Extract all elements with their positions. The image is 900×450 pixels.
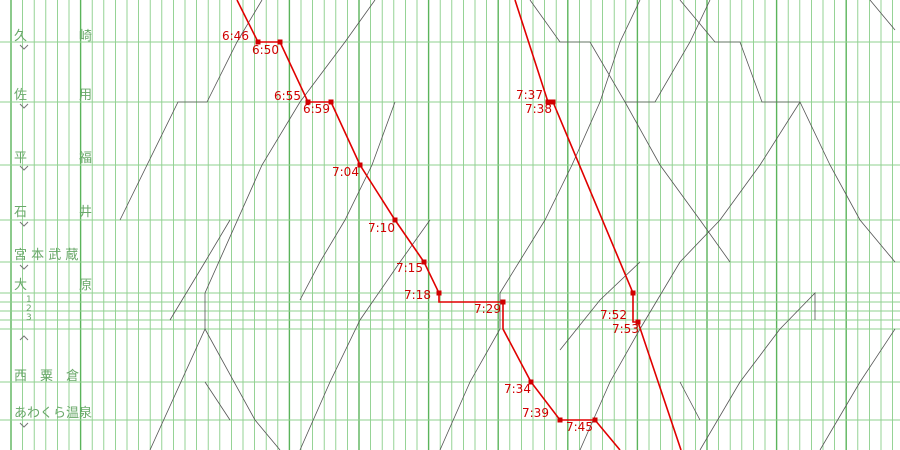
stop-marker	[421, 259, 427, 265]
train-line	[119, 0, 263, 221]
chevron-down-icon[interactable]	[19, 422, 29, 428]
train-line	[169, 219, 231, 321]
chevron-down-icon[interactable]	[19, 221, 29, 227]
time-label: 7:29	[474, 302, 501, 316]
train-line	[299, 219, 431, 450]
stop-marker	[357, 162, 363, 168]
time-label: 7:52	[600, 308, 627, 322]
other-train-lines	[119, 0, 896, 450]
track-label: 2	[26, 304, 32, 314]
stop-marker	[528, 379, 534, 385]
train-line	[699, 292, 816, 450]
stop-marker	[635, 319, 641, 325]
station-label: 平 福	[14, 151, 92, 166]
train-line	[559, 261, 641, 351]
stop-marker	[436, 290, 442, 296]
time-label: 6:46	[222, 29, 249, 43]
time-label: 7:18	[404, 288, 431, 302]
highlighted-train-lines: 6:466:50 6:556:59 7:04 7:10 7:15 7:18 7:29 7:34…	[222, 0, 682, 450]
stop-marker	[328, 99, 334, 105]
train-line	[579, 101, 801, 450]
train-line	[204, 328, 281, 450]
time-label: 7:15	[396, 261, 423, 275]
time-label: 7:53	[612, 322, 639, 336]
chevron-down-icon[interactable]	[19, 165, 29, 171]
time-label: 6:50	[252, 43, 279, 57]
chevron-down-icon[interactable]	[19, 103, 29, 109]
time-label: 7:45	[566, 420, 593, 434]
train-line	[529, 0, 711, 103]
stop-marker	[305, 99, 311, 105]
stop-marker	[630, 290, 636, 296]
time-label: 6:55	[274, 89, 301, 103]
stop-marker	[255, 39, 261, 45]
stop-marker	[550, 99, 556, 105]
station-label: 石 井	[14, 205, 92, 220]
station-label: 大 原	[14, 278, 92, 293]
time-label: 7:10	[368, 221, 395, 235]
train-line	[869, 0, 896, 31]
train-line	[439, 0, 641, 450]
labels: 久 崎 佐 用 平 福 石 井 宮 本 武 蔵 大 原 1 2 3 西 粟 倉 …	[14, 29, 92, 428]
stop-marker	[392, 217, 398, 223]
chevron-down-icon[interactable]	[19, 44, 29, 50]
stop-marker	[277, 39, 283, 45]
train-line	[679, 381, 701, 421]
train-line	[204, 381, 231, 421]
station-label: 久 崎	[14, 29, 92, 44]
time-label: 7:04	[332, 165, 359, 179]
chevron-up-icon[interactable]	[19, 335, 29, 341]
track-label: 3	[26, 313, 32, 323]
time-label: 6:59	[303, 102, 330, 116]
chevron-down-icon[interactable]	[19, 264, 29, 270]
stop-marker	[545, 99, 551, 105]
station-label: あわくら温泉	[14, 405, 92, 421]
train-line	[624, 101, 731, 263]
highlight-train-line	[236, 0, 621, 450]
time-label: 7:34	[504, 382, 531, 396]
time-label: 7:38	[525, 102, 552, 116]
train-line	[299, 101, 396, 301]
stop-marker	[557, 417, 563, 423]
track-label: 1	[26, 295, 32, 305]
station-label: 西 粟 倉	[14, 369, 79, 384]
stop-marker	[592, 417, 598, 423]
station-label: 佐 用	[14, 88, 92, 103]
train-line	[819, 328, 896, 450]
time-label: 7:39	[522, 406, 549, 420]
train-line	[679, 0, 896, 263]
station-label: 宮 本 武 蔵	[14, 247, 78, 263]
time-label: 7:37	[516, 88, 543, 102]
stop-marker	[500, 299, 506, 305]
